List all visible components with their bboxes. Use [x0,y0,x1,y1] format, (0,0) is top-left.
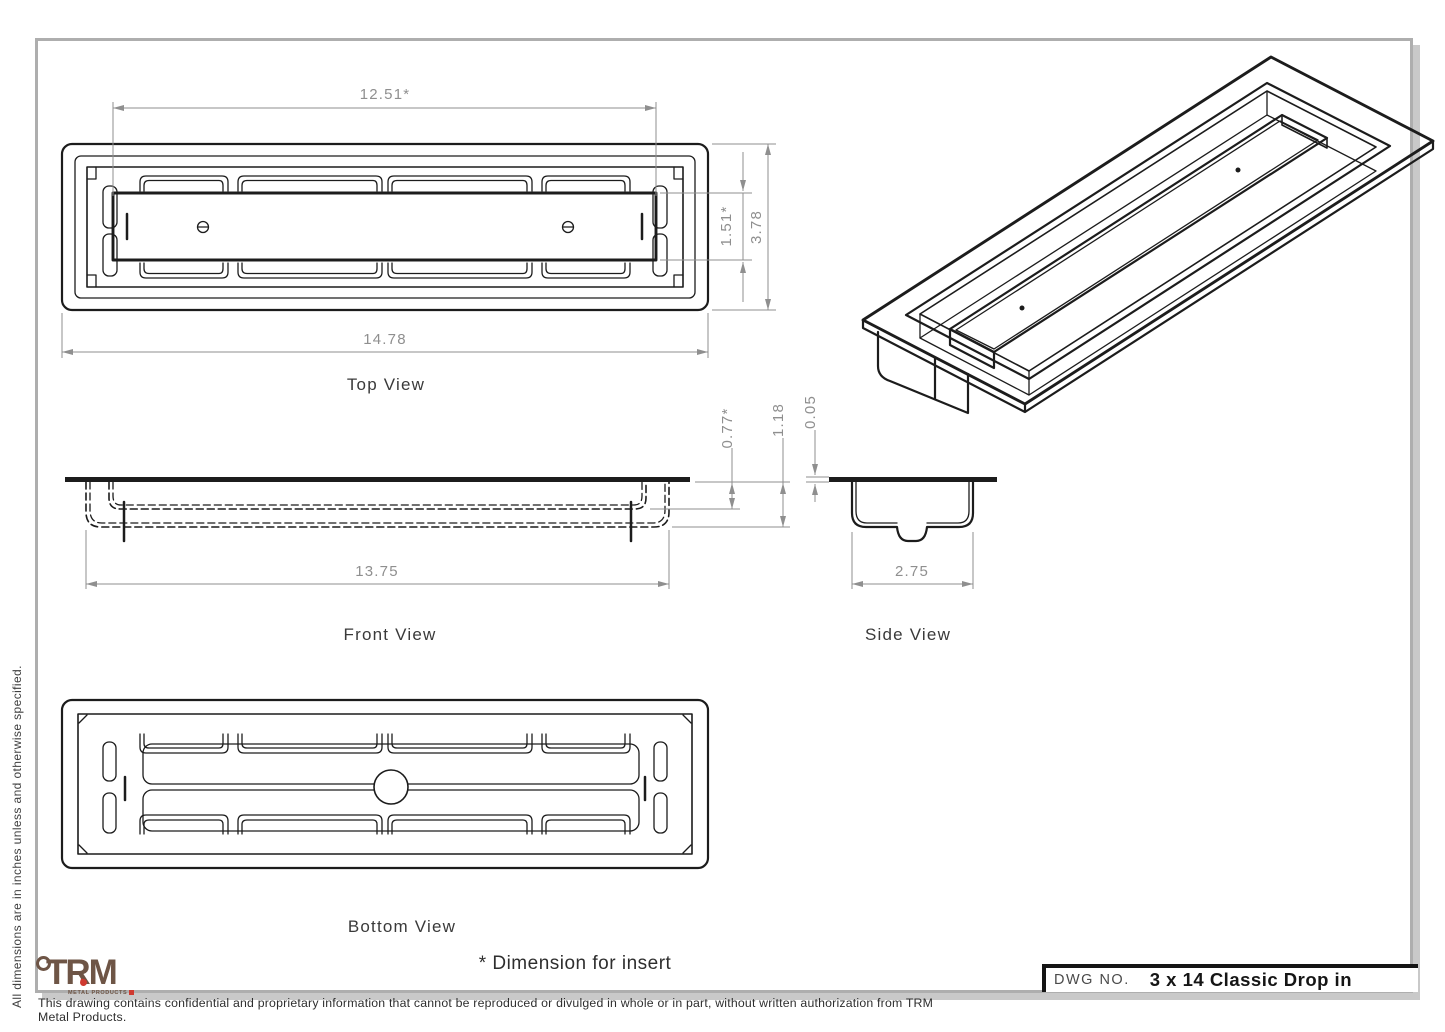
front-view: 13.75 0.77* 1.18 Front View [65,403,790,644]
title-block: DWG NO. 3 x 14 Classic Drop in [1042,964,1418,992]
logo-text: TRM [46,953,118,992]
bottom-view: Bottom View [60,698,710,936]
side-view-label: Side View [865,625,951,644]
front-view-label: Front View [344,625,437,644]
dim-insert-width: 1.51* [718,205,735,246]
dim-flange-thickness: 0.05 [802,395,819,429]
dim-overall-depth: 1.18 [770,403,787,437]
logo-circle-icon [36,956,51,971]
top-view: 12.51* 14.78 1.51* 3.78 Top View [60,86,776,394]
top-view-label: Top View [347,375,425,394]
units-note: All dimensions are in inches unless and … [10,665,24,1008]
dim-body-width: 2.75 [895,563,929,580]
dim-insert-length: 12.51* [360,86,411,103]
bottom-view-label: Bottom View [348,917,456,936]
logo-subtext-accent [129,990,135,996]
dwg-no-label: DWG NO. [1054,972,1130,988]
logo-subtext-label: METAL PRODUCTS [68,990,128,996]
dim-body-length: 13.75 [355,563,399,580]
dim-insert-depth: 0.77* [719,407,736,448]
confidentiality-note: This drawing contains confidential and p… [38,996,934,1024]
sheet-border [35,38,1413,993]
side-view: 0.05 2.75 Side View [802,395,997,644]
logo-subtext: METAL PRODUCTS [68,990,135,996]
dwg-number: 3 x 14 Classic Drop in [1149,969,1353,990]
dim-overall-width: 3.78 [748,210,765,244]
trm-logo: TRM METAL PRODUCTS [36,953,156,1001]
insert-dimension-note: * Dimension for insert [478,953,672,974]
dim-overall-length: 14.78 [363,331,407,348]
isometric-view [861,55,1435,415]
